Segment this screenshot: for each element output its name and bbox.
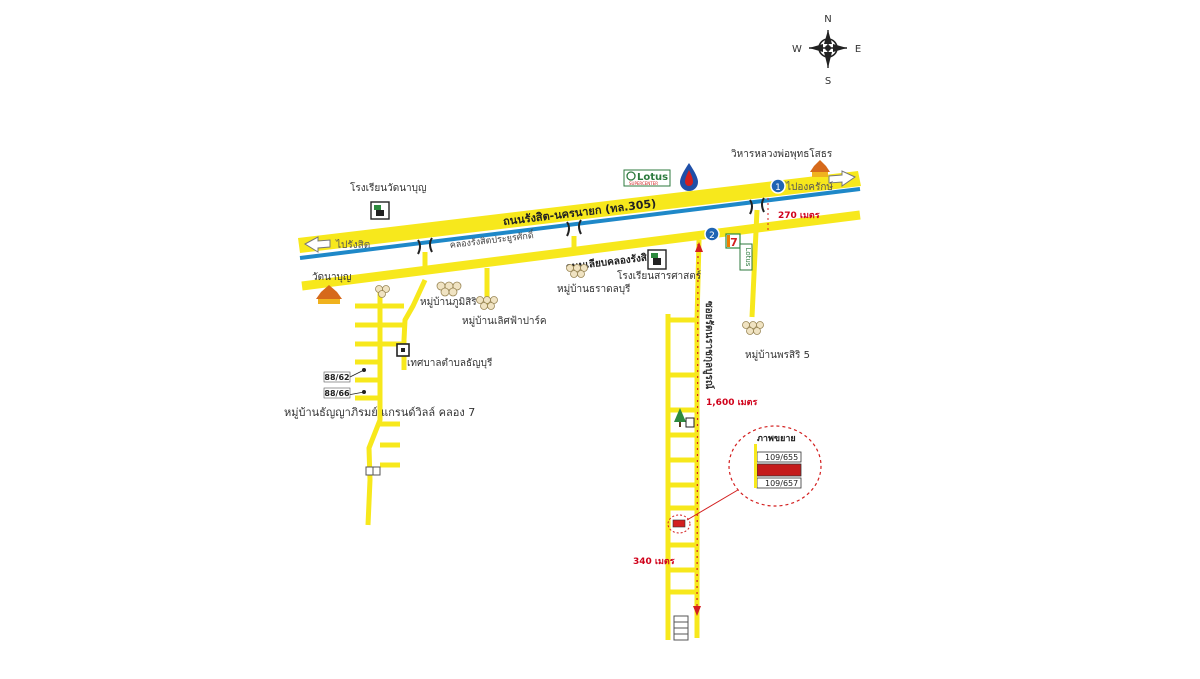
distance-340-label: 340 เมตร [633,557,675,567]
arrow-left-icon [303,236,331,253]
zoom-inset-title: ภาพขยาย [757,434,796,444]
compass-s: S [825,76,831,87]
lotus-logo: Lotus SUPERCENTER [623,169,671,187]
house-b-label: 88/66 [324,389,350,398]
to-ongkharak-label: ไปองครักษ์ [785,181,833,193]
school-icon [370,201,390,220]
village-icon [436,281,462,297]
municipality-icon [396,343,410,357]
arrow-right-icon [828,170,857,187]
temple-icon [316,285,342,304]
village-icon [742,321,764,335]
distance-270-label: 270 เมตร [778,211,820,221]
lotus-logo-text: Lotus [637,172,668,183]
house-a-label: 88/62 [324,373,349,382]
zoom-inset [728,425,822,507]
village-icon [566,264,588,278]
village-pornsiri-label: หมู่บ้านพรสิริ 5 [745,349,810,361]
village-icon [375,285,390,298]
compass-n: N [824,14,831,25]
marker-2-label: 2 [709,231,715,241]
village-lotus-label: หมู่บ้านเลิศฟ้าปาร์ค [462,315,547,327]
zoom-inset-row1: 109/655 [765,453,798,462]
grandville-label: หมู่บ้านธัญญาภิรมย์ แกรนด์วิลล์ คลอง 7 [284,406,475,419]
building-icon [365,466,381,476]
to-rangsit-label: ไปรังสิต [335,239,370,251]
wat-nabun-label: วัดนาบุญ [312,272,351,283]
wat-school-label: โรงเรียนวัดนาบุญ [350,181,427,194]
municipality-label: เทศบาลตำบลธัญบุรี [407,357,493,369]
sarasat-school-label: โรงเรียนสารศาสตร์ [617,269,702,282]
compass-icon [809,30,847,68]
west-village-roads [355,278,428,526]
marker-1-icon: 1 [770,178,786,194]
village-phumsiri-label: หมู่บ้านภูมิสิริ [420,296,477,308]
temple-icon [810,160,830,177]
lotus-logo-sub: SUPERCENTER [629,181,658,186]
target-plot-icon [667,514,691,534]
zoom-inset-row3: 109/657 [765,479,798,488]
seven-eleven-icon: 7 [725,233,741,249]
house-number-tag: 88/62 [323,371,351,383]
village-parklane-label: หมู่บ้านธราดลบุรี [557,283,631,295]
village-icon [476,296,498,310]
stairs-icon [673,615,689,641]
seven-eleven-text: 7 [730,236,738,249]
ptt-gas-station-icon [680,163,698,191]
main-highway [298,171,861,253]
route-arrow-icon [695,242,703,252]
route-arrow-icon [693,606,701,616]
bridge-icon [417,197,765,255]
house-number-tag: 88/66 [323,387,351,399]
canal-road [301,210,861,291]
school-icon [647,249,667,270]
distance-1600-label: 1,600 เมตร [706,398,757,408]
route-dotted-line [696,243,699,615]
marker-2-icon: 2 [704,226,720,242]
tree-icon [674,408,695,428]
compass-e: E [855,44,861,55]
lotus-small-text: Lotus [744,248,752,267]
soi-road-label: ซอยรัตนราชกุลบูรณ์ [702,301,715,390]
temple-name-label: วิหารหลวงพ่อพุทธโสธร [731,147,833,160]
house-marker-icon [347,368,366,396]
compass-w: W [792,44,802,55]
marker-1-label: 1 [775,183,781,193]
lotus-small-logo: Lotus [739,243,753,271]
soi-road [665,239,702,640]
